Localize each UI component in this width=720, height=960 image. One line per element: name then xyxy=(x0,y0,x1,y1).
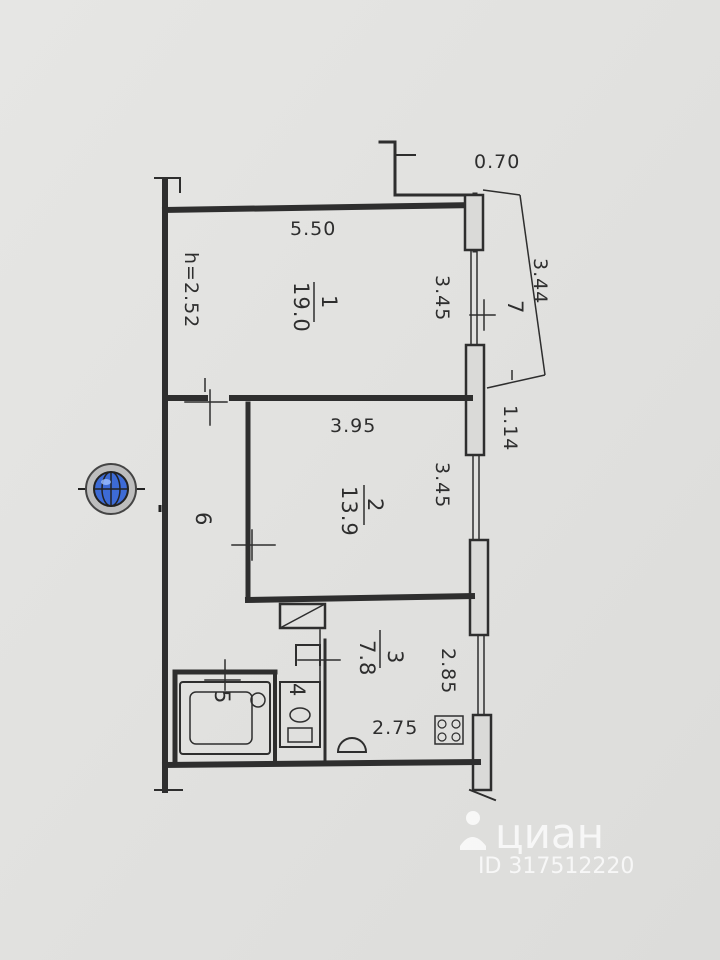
dim-kitchen-width: 2.75 xyxy=(372,717,418,739)
watermark-id: ID 317512220 xyxy=(478,854,634,879)
watermark-brand: циан xyxy=(495,809,604,858)
balcony xyxy=(482,189,546,389)
dim-window-room1: 3.45 xyxy=(431,275,453,321)
dim-room2-width: 3.95 xyxy=(330,415,376,437)
dim-balcony-length: 3.44 xyxy=(529,258,551,304)
bathtub xyxy=(179,681,271,755)
room-2-number: 2 xyxy=(363,498,387,512)
sink xyxy=(336,737,368,753)
toilet-washer xyxy=(279,681,321,748)
compass-icon[interactable] xyxy=(78,463,145,515)
top-wall xyxy=(161,201,479,214)
dim-balcony-end: 0.70 xyxy=(474,151,520,173)
height-label: h=2.52 xyxy=(180,252,202,328)
bottom-wall xyxy=(161,758,482,769)
room-1-area: 19.0 xyxy=(289,282,313,333)
room-1-number: 1 xyxy=(317,295,341,309)
room-2-area: 13.9 xyxy=(337,486,361,537)
dim-balcony-offset: 1.14 xyxy=(499,405,521,451)
fixtures xyxy=(179,681,464,755)
dim-room2-depth: 3.45 xyxy=(431,462,453,508)
room-3-area: 7.8 xyxy=(355,640,379,676)
room-5-number: 5 xyxy=(210,690,234,704)
room-7-number: 7 xyxy=(503,300,527,314)
dim-kitchen-depth: 2.85 xyxy=(437,648,459,694)
stove xyxy=(434,715,464,745)
room-6-number: 6 xyxy=(191,512,215,526)
walls xyxy=(154,140,497,802)
dim-top-room1: 5.50 xyxy=(290,218,336,240)
room-3-number: 3 xyxy=(383,650,407,664)
room-4-number: 4 xyxy=(285,683,309,697)
cian-logo-icon xyxy=(460,811,486,850)
